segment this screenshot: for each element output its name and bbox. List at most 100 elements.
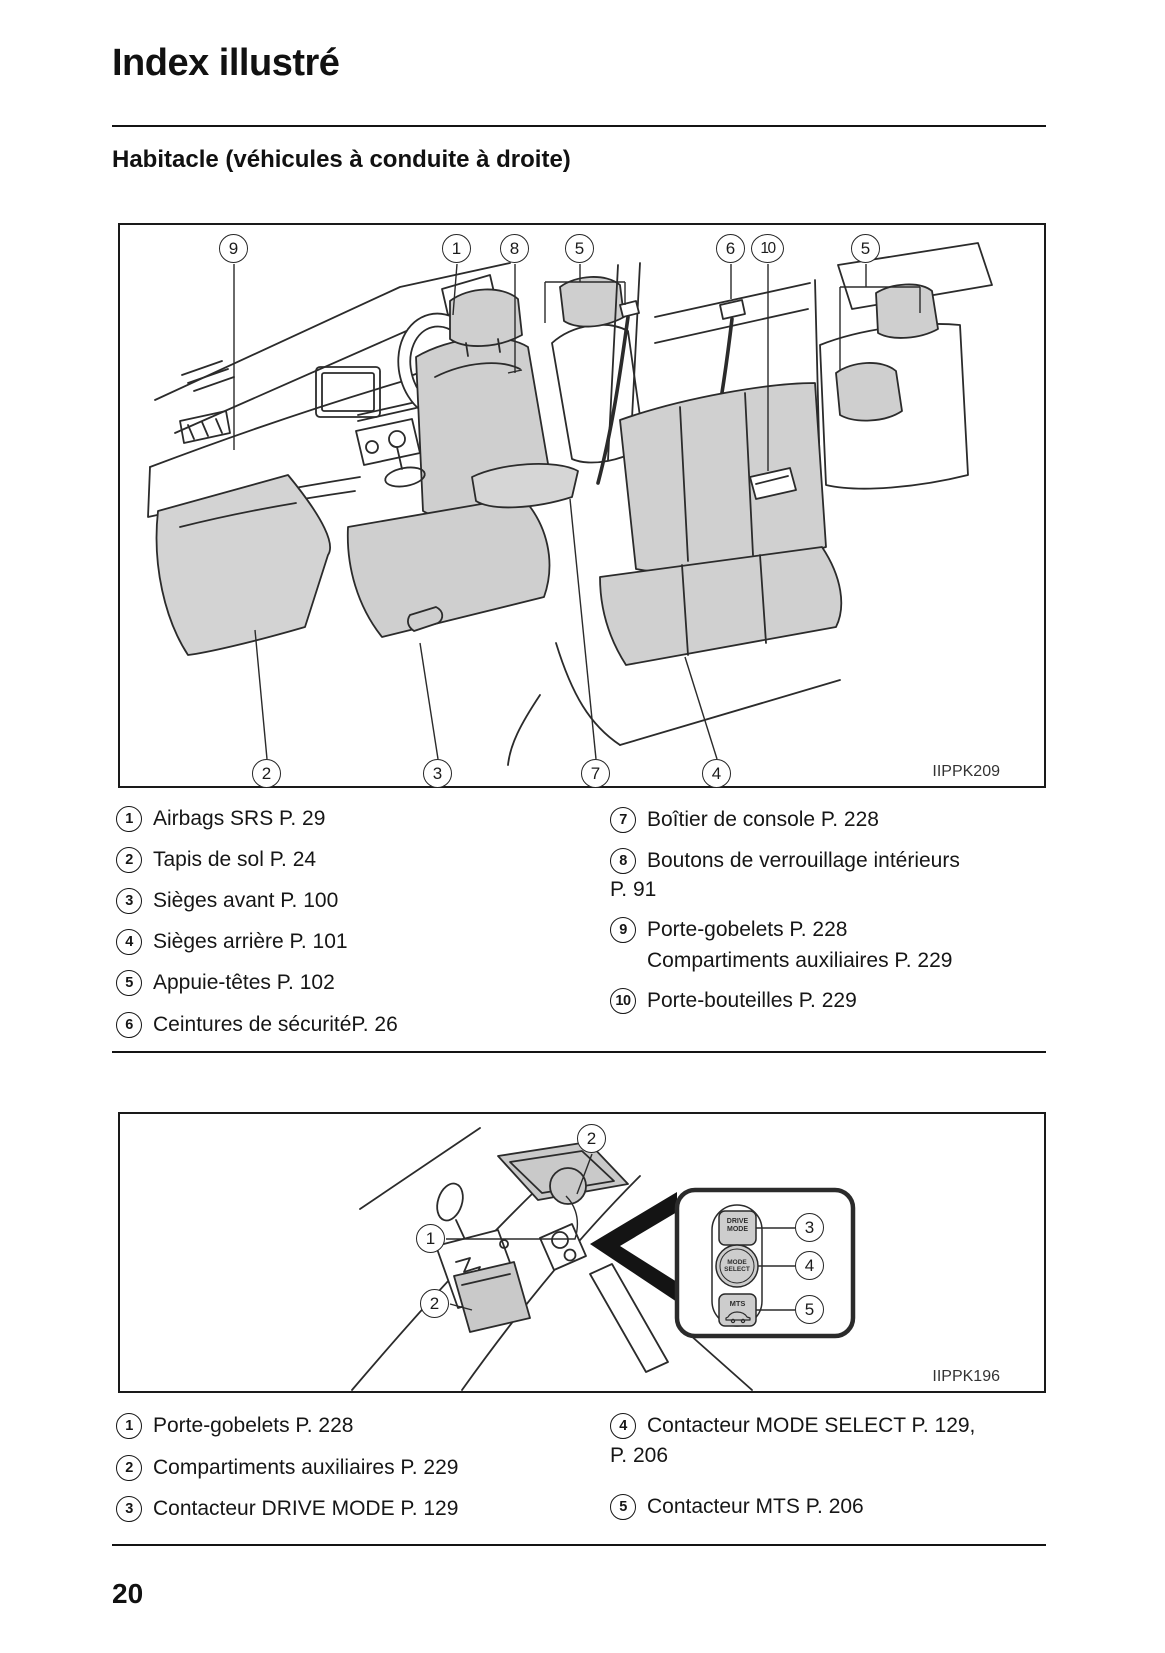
windshield-line xyxy=(154,262,511,401)
rear-headrest-1 xyxy=(875,283,939,339)
fig1-legend-item-2: 2 Tapis de sol P. 24 xyxy=(116,847,316,873)
fig2-legend-item-4: 4 Contacteur MODE SELECT P. 129, xyxy=(610,1413,975,1439)
mts-label: MTS xyxy=(729,1299,746,1308)
figure1-illustration xyxy=(147,242,993,766)
fig1-callout-7: 7 xyxy=(581,759,610,788)
fig1-legend-item-8-line2: P. 91 xyxy=(610,878,657,901)
fig1-callout-1: 1 xyxy=(442,234,471,263)
legend-number-badge: 4 xyxy=(610,1413,636,1439)
title-rule xyxy=(112,125,1046,127)
fig1-callout-5b: 5 xyxy=(851,234,880,263)
center-stack xyxy=(355,418,421,466)
console-edge-right xyxy=(461,1175,641,1391)
legend-number-badge: 10 xyxy=(610,988,636,1014)
speaker-grille xyxy=(181,360,235,392)
magnifier-wedge xyxy=(590,1192,677,1302)
floor-mat xyxy=(155,474,331,656)
figure1-image-code: IIPPK209 xyxy=(932,763,1000,780)
fig1-callout-6: 6 xyxy=(716,234,745,263)
drive-mode-label: DRIVE MODE xyxy=(726,1218,749,1233)
legend-number-badge: 9 xyxy=(610,917,636,943)
figure2-frame: DRIVE MODE MODE SELECT MTS 2 1 2 3 4 5 I… xyxy=(118,1112,1046,1393)
legend-label: Compartiments auxiliaires P. 229 xyxy=(153,1456,459,1479)
fig2-legend-item-5: 5 Contacteur MTS P. 206 xyxy=(610,1494,864,1520)
legend-number-badge: 8 xyxy=(610,848,636,874)
mts-switch-cluster xyxy=(539,1223,587,1271)
fig1-legend-item-3: 3 Sièges avant P. 100 xyxy=(116,888,338,914)
front-seat xyxy=(346,288,553,638)
page-number: 20 xyxy=(112,1578,144,1609)
legend-number-badge: 5 xyxy=(610,1494,636,1520)
figure2-illustration xyxy=(351,1127,856,1391)
footer-rule xyxy=(112,1544,1046,1546)
legend-label: Contacteur MODE SELECT P. 129, xyxy=(647,1414,976,1437)
fig1-legend-item-5: 5 Appuie-têtes P. 102 xyxy=(116,970,335,996)
legend-label: Boutons de verrouillage intérieurs xyxy=(647,849,960,872)
page-title: Index illustré xyxy=(112,42,340,84)
legend-label: Sièges avant P. 100 xyxy=(153,889,339,912)
front-seat-cushion xyxy=(346,496,551,638)
fig2-callout-2-top: 2 xyxy=(577,1124,606,1153)
leader-lines xyxy=(446,1153,795,1311)
leader-lines xyxy=(233,263,921,760)
front-headrest xyxy=(449,288,523,347)
car-icon xyxy=(725,1311,751,1324)
legend-number-badge: 1 xyxy=(116,1413,142,1439)
bottle-holder xyxy=(749,467,797,500)
fig1-legend-item-4: 4 Sièges arrière P. 101 xyxy=(116,929,348,955)
legend-number-badge: 4 xyxy=(116,929,142,955)
legend-number-badge: 1 xyxy=(116,806,142,832)
fig2-callout-5: 5 xyxy=(795,1295,824,1324)
auxiliary-compartment xyxy=(453,1261,531,1333)
gear-shifter xyxy=(384,430,426,488)
figure1-frame: 9 1 8 5 6 10 5 2 3 7 4 IIPPK209 xyxy=(118,223,1046,788)
fig1-callout-8: 8 xyxy=(500,234,529,263)
fig2-callout-4: 4 xyxy=(795,1251,824,1280)
fig2-legend-item-3: 3 Contacteur DRIVE MODE P. 129 xyxy=(116,1496,458,1522)
fig1-legend-item-9: 9 Porte-gobelets P. 228 xyxy=(610,917,847,943)
legend-label: Porte-bouteilles P. 229 xyxy=(647,989,857,1012)
switch-panel xyxy=(674,1187,856,1339)
legend-number-badge: 7 xyxy=(610,807,636,833)
legend-label: Boîtier de console P. 228 xyxy=(647,808,879,831)
seat-lever xyxy=(407,606,444,632)
cup-holder xyxy=(549,1167,587,1205)
fig2-legend-item-2: 2 Compartiments auxiliaires P. 229 xyxy=(116,1455,458,1481)
fig1-legend-item-7: 7 Boîtier de console P. 228 xyxy=(610,807,879,833)
legend-number-badge: 3 xyxy=(116,1496,142,1522)
legend-label: Contacteur DRIVE MODE P. 129 xyxy=(153,1497,459,1520)
legend-number-badge: 3 xyxy=(116,888,142,914)
brake-lever-slot xyxy=(589,1263,669,1373)
fig1-callout-3: 3 xyxy=(423,759,452,788)
center-vents xyxy=(357,401,417,422)
fig1-callout-2: 2 xyxy=(252,759,281,788)
fig2-callout-1: 1 xyxy=(416,1224,445,1253)
legend-number-badge: 2 xyxy=(116,1455,142,1481)
fig2-legend-item-4-line2: P. 206 xyxy=(610,1444,669,1467)
legend-label: Sièges arrière P. 101 xyxy=(153,930,348,953)
rear-bench-seat xyxy=(599,382,843,666)
fig1-callout-10: 10 xyxy=(751,234,784,263)
legend-number-badge: 2 xyxy=(116,847,142,873)
legend-label: Tapis de sol P. 24 xyxy=(153,848,317,871)
side-air-vent xyxy=(179,410,231,444)
fig1-callout-9: 9 xyxy=(219,234,248,263)
legend-label: Contacteur MTS P. 206 xyxy=(647,1495,864,1518)
fig2-callout-3: 3 xyxy=(795,1213,824,1242)
mode-select-label: MODE SELECT xyxy=(724,1259,750,1274)
fig1-legend-item-1: 1 Airbags SRS P. 29 xyxy=(116,806,325,832)
touchscreen xyxy=(315,366,381,418)
fig1-legend-item-9-line2: Compartiments auxiliaires P. 229 xyxy=(647,949,953,972)
figure2-image-code: IIPPK196 xyxy=(932,1368,1000,1385)
fig2-callout-2-bottom: 2 xyxy=(420,1289,449,1318)
console-box xyxy=(471,463,579,509)
legend-number-badge: 6 xyxy=(116,1012,142,1038)
legend-label: Ceintures de sécuritéP. 26 xyxy=(153,1013,398,1036)
rear-right-seats xyxy=(819,242,993,490)
legend-number-badge: 5 xyxy=(116,970,142,996)
section-heading: Habitacle (véhicules à conduite à droite… xyxy=(112,146,571,173)
fig1-legend-item-6: 6 Ceintures de sécuritéP. 26 xyxy=(116,1012,398,1038)
fig1-legend-item-10: 10 Porte-bouteilles P. 229 xyxy=(610,988,857,1014)
legend-label: Airbags SRS P. 29 xyxy=(153,807,326,830)
